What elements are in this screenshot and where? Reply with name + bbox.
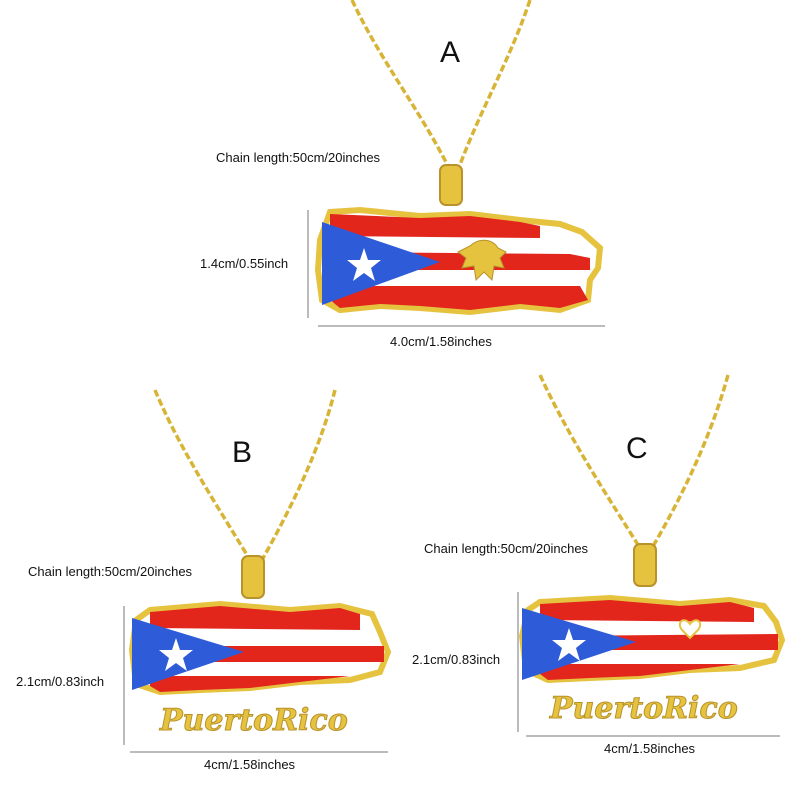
bail-a (439, 164, 463, 206)
script-name-b: PuertoRico (159, 703, 348, 738)
star-icon (159, 638, 193, 671)
chain-length-c: Chain length:50cm/20inches (424, 541, 589, 556)
bail-c (633, 543, 657, 587)
height-a: 1.4cm/0.55inch (200, 256, 289, 271)
star-icon (552, 628, 586, 661)
script-name-c: PuertoRico (549, 691, 738, 726)
chain-length-a: Chain length:50cm/20inches (216, 150, 381, 165)
height-b: 2.1cm/0.83inch (16, 674, 105, 689)
label-letter-b: B (232, 436, 253, 469)
height-c: 2.1cm/0.83inch (412, 652, 501, 667)
pendant-a (307, 0, 605, 327)
heart-icon (678, 619, 702, 640)
chain-c (538, 374, 730, 549)
chain-length-b: Chain length:50cm/20inches (28, 564, 193, 579)
dimension-lines-a (307, 210, 605, 327)
chain-a (350, 0, 532, 171)
label-letter-a: A (440, 36, 461, 69)
dimension-lines-b (123, 606, 388, 753)
width-c: 4cm/1.58inches (604, 741, 696, 756)
width-b: 4cm/1.58inches (204, 757, 296, 772)
star-icon (347, 248, 381, 281)
bail-b (241, 555, 265, 599)
pendant-b: PuertoRico (123, 389, 392, 753)
label-letter-c: C (626, 432, 648, 465)
pendant-c: PuertoRico (517, 374, 786, 737)
width-a: 4.0cm/1.58inches (390, 334, 492, 349)
chain-b (153, 389, 337, 561)
flag-triangle-a (322, 222, 440, 305)
frog-icon (457, 239, 507, 282)
dimension-lines-c (517, 592, 780, 737)
